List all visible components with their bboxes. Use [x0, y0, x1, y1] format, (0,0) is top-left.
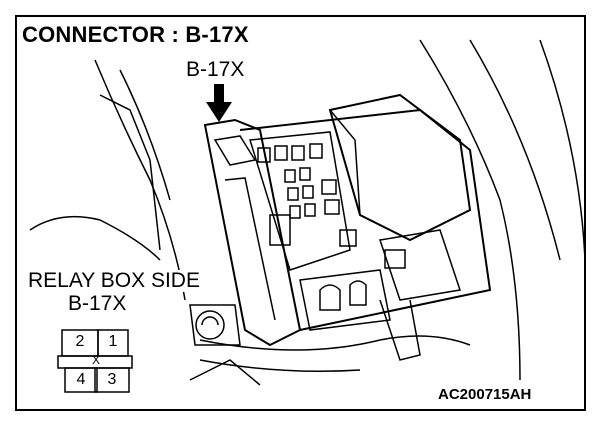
pin-cell-4 — [64, 367, 98, 393]
relay-box-body — [239, 108, 492, 331]
figure-code: AC200715AH — [438, 386, 532, 403]
mounting-bolt — [195, 310, 225, 340]
pin-label-1: 1 — [108, 333, 118, 350]
diagram-frame — [15, 15, 586, 411]
relay-box-connector-b17x — [203, 118, 302, 347]
panel-edge-line — [94, 59, 186, 301]
pin-label-2: 2 — [75, 333, 85, 350]
cross-mark: X — [91, 353, 100, 367]
fuse-slots — [257, 143, 357, 247]
pin-label-4: 4 — [76, 371, 86, 388]
side-view-connector: B-17X — [68, 292, 127, 315]
callout-label: B-17X — [186, 58, 245, 82]
pin-cell-3 — [94, 367, 130, 393]
page-title: CONNECTOR : B-17X — [22, 22, 249, 48]
panel-edge-line — [419, 39, 521, 381]
arrow-down-icon — [206, 84, 232, 122]
connector-face-diagram — [57, 329, 133, 393]
pin-label-3: 3 — [107, 371, 117, 388]
side-view-title: RELAY BOX SIDE — [28, 269, 200, 292]
